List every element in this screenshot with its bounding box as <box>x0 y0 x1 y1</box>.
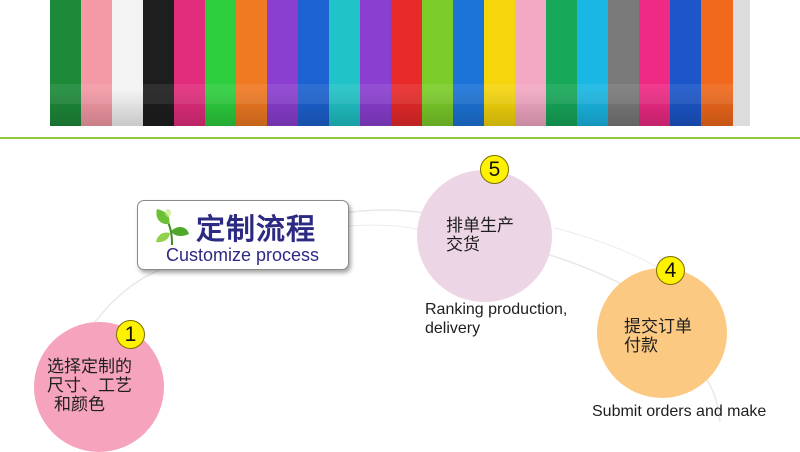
wristband <box>453 0 485 126</box>
step-4-caption: Submit orders and make <box>592 403 767 420</box>
wristband <box>112 0 144 126</box>
wristband <box>515 0 547 126</box>
wristband <box>236 0 268 126</box>
wristband <box>360 0 392 126</box>
step-4-text: 提交订单 付款 <box>624 317 692 356</box>
wristband <box>143 0 175 126</box>
process-title-box: 定制流程 Customize process <box>137 200 349 270</box>
step-5-caption: Ranking production, delivery <box>425 301 568 337</box>
wristband <box>205 0 237 126</box>
leaf-icon <box>156 209 189 246</box>
wristband <box>484 0 516 126</box>
process-title-en: Customize process <box>166 245 320 265</box>
wristband <box>422 0 454 126</box>
wristband <box>701 0 733 126</box>
process-title-cn: 定制流程 <box>196 212 317 246</box>
wristband <box>329 0 361 126</box>
step-1-text: 选择定制的 尺寸、工艺 和颜色 <box>47 357 132 415</box>
step-1-badge: 1 <box>116 320 145 349</box>
wristband <box>608 0 640 126</box>
step-4-circle <box>597 268 727 398</box>
section-divider <box>0 137 800 139</box>
wristband <box>577 0 609 126</box>
step-4-badge: 4 <box>656 256 685 285</box>
wristband-product-photo <box>50 0 750 126</box>
wristband <box>81 0 113 126</box>
wristband <box>298 0 330 126</box>
step-5-circle <box>417 170 552 302</box>
wristband <box>267 0 299 126</box>
step-5-text: 排单生产 交货 <box>446 216 514 255</box>
wristband <box>391 0 423 126</box>
wristband <box>670 0 702 126</box>
wristband <box>50 0 82 126</box>
step-5-badge: 5 <box>480 155 509 184</box>
wristband <box>639 0 671 126</box>
wristband <box>174 0 206 126</box>
wristband <box>546 0 578 126</box>
